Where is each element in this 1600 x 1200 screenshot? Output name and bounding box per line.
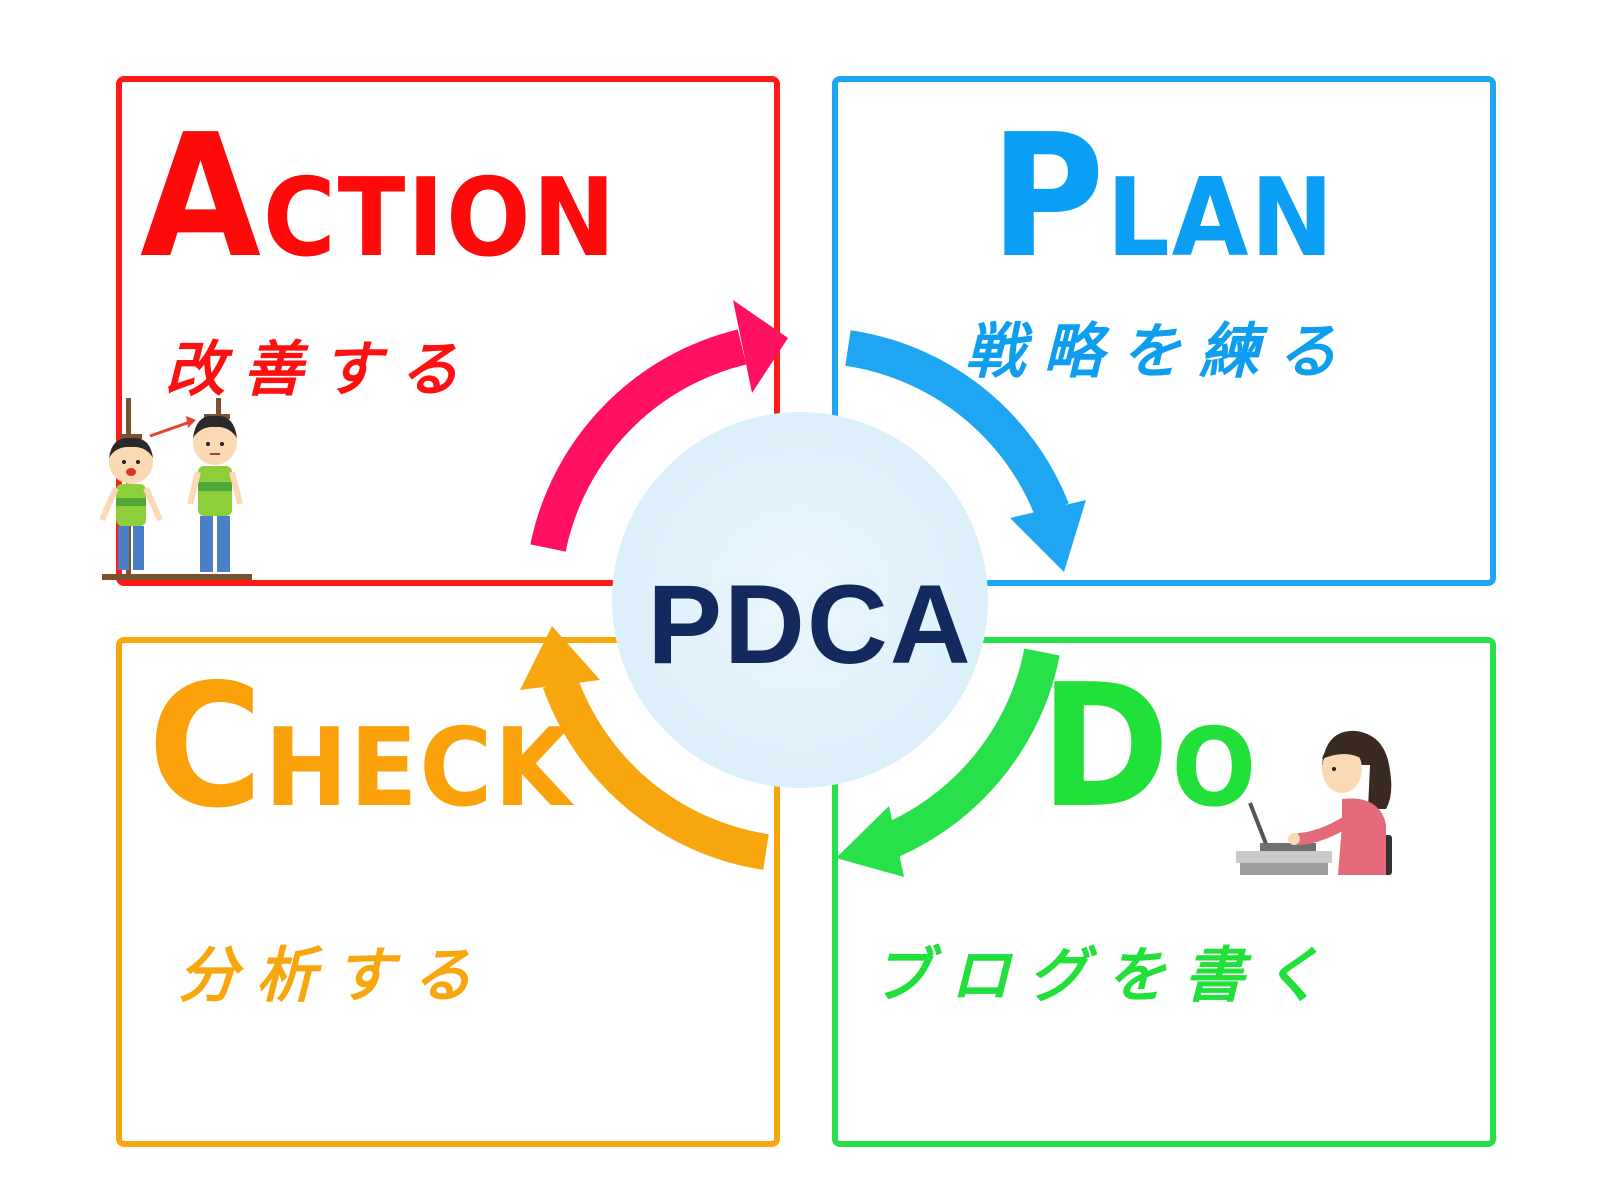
do-title-initial: D — [1040, 648, 1172, 846]
woman-typing-laptop-illustration — [1236, 730, 1392, 875]
action-title-initial: A — [140, 98, 263, 296]
center-label: PDCA — [647, 562, 973, 687]
height-growth-children-illustration — [99, 398, 252, 580]
do-quadrant-frame — [832, 637, 1496, 1147]
do-title-rest: O — [1171, 706, 1258, 831]
arrow-do-to-check — [836, 648, 1060, 877]
center-circle — [612, 412, 988, 788]
check-title: CHECK — [148, 662, 573, 832]
action-title: ACTION — [140, 112, 617, 282]
do-subtitle: ブログを書く — [872, 941, 1340, 1011]
plan-title-initial: P — [990, 98, 1107, 296]
plan-quadrant-frame — [832, 76, 1496, 586]
arrow-check-to-action — [520, 626, 769, 870]
check-title-rest: HECK — [264, 706, 573, 831]
arrow-plan-to-do — [845, 330, 1086, 572]
do-title: DO — [1040, 662, 1258, 832]
check-quadrant-frame — [116, 637, 780, 1147]
plan-title: PLAN — [990, 112, 1335, 282]
plan-subtitle: 戦略を練る — [965, 317, 1355, 387]
check-subtitle: 分析する — [178, 941, 490, 1011]
plan-title-rest: LAN — [1106, 156, 1336, 281]
action-subtitle: 改善する — [165, 335, 477, 405]
check-title-initial: C — [148, 648, 265, 846]
arrow-action-to-plan — [530, 300, 788, 552]
action-title-rest: CTION — [262, 156, 618, 281]
